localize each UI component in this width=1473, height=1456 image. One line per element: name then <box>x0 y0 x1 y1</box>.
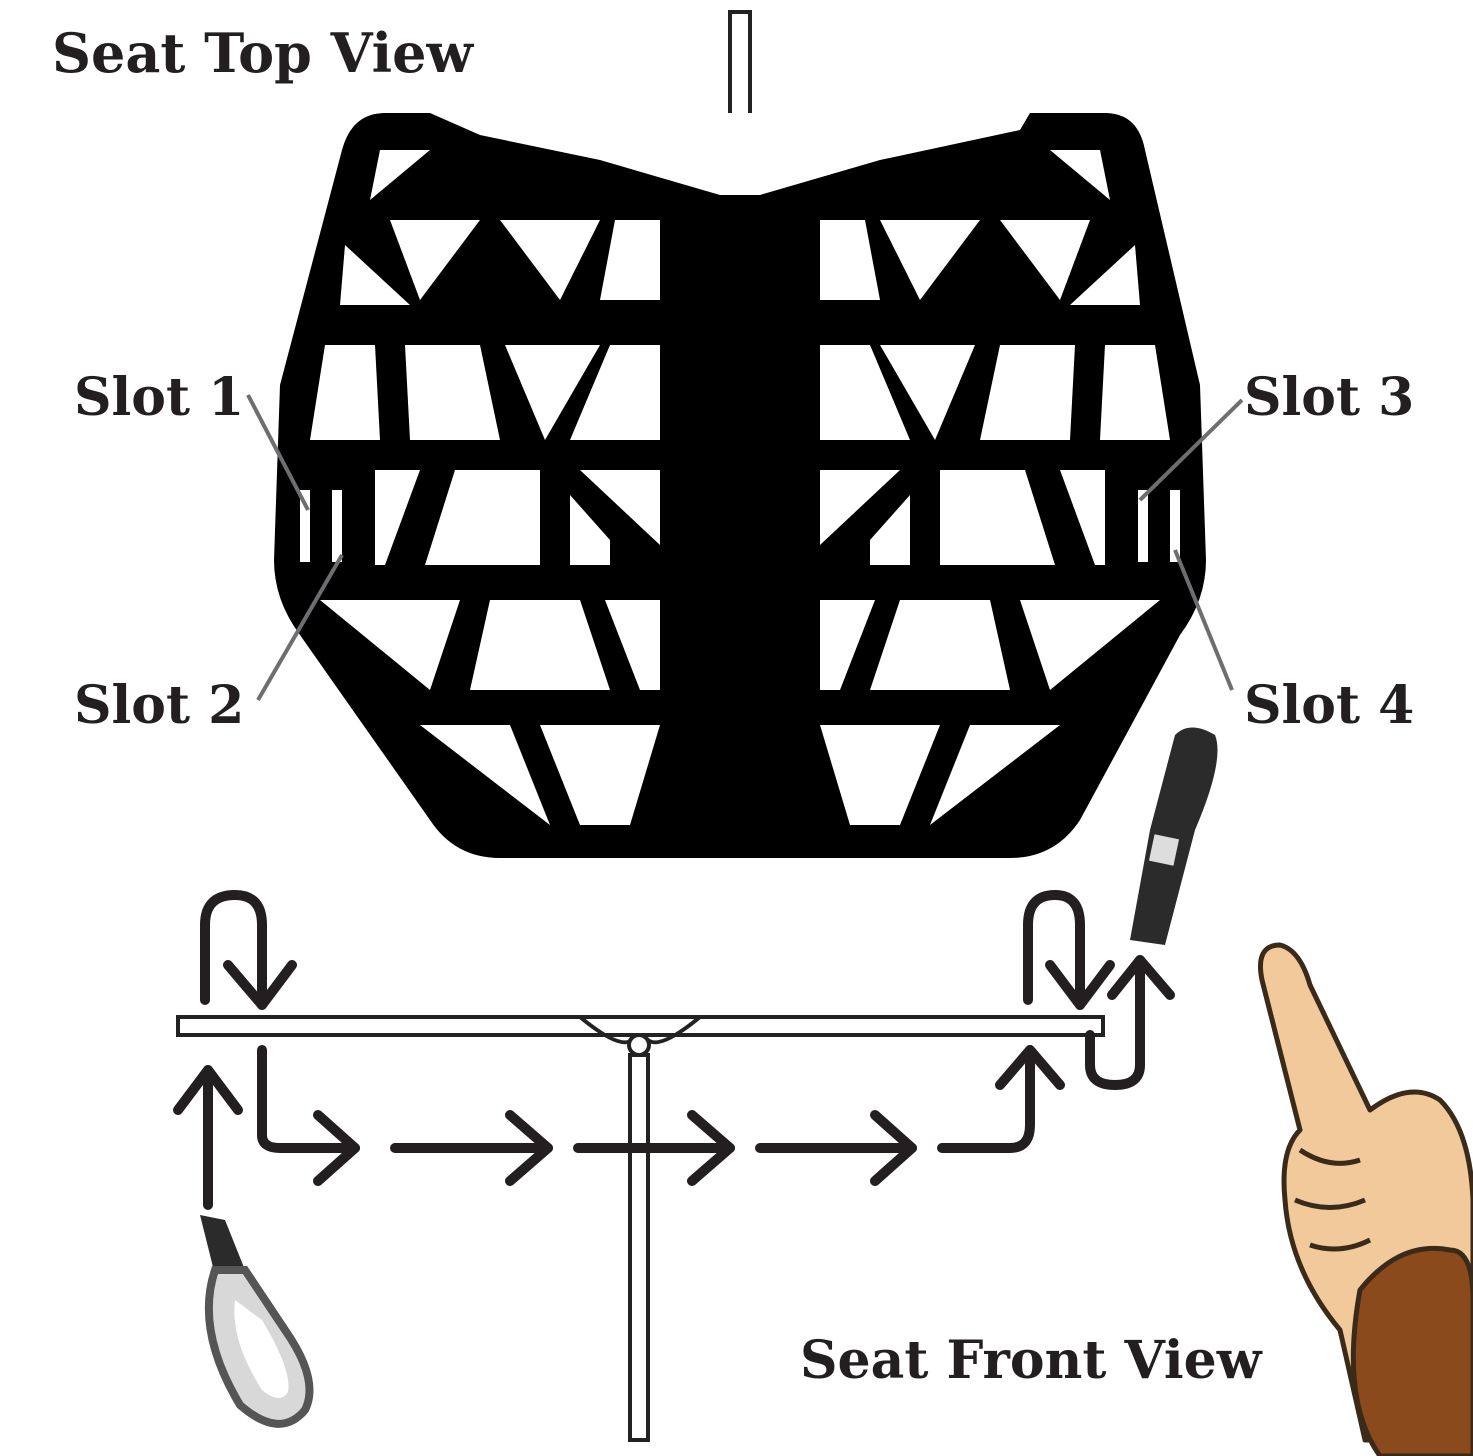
slot-leader-lines <box>246 394 1244 702</box>
slot-4-label: Slot 4 <box>1244 675 1415 736</box>
strap-end-top <box>1130 727 1218 945</box>
slot-1-label: Slot 1 <box>74 367 245 428</box>
pointing-hand-icon <box>1258 942 1473 1456</box>
slot-4-cutout <box>1170 490 1180 562</box>
slot-3-cutout <box>1138 490 1148 562</box>
seat-top-view-title: Seat Top View <box>52 21 473 85</box>
slot-2-cutout <box>332 490 342 562</box>
seat-top-view-shape <box>274 113 1206 858</box>
slot-3-label: Slot 3 <box>1244 367 1415 428</box>
slot-2-label: Slot 2 <box>74 675 245 736</box>
strap-loop-bottom <box>200 1215 314 1428</box>
seat-front-view-title: Seat Front View <box>800 1330 1262 1391</box>
strap-routing-arrows <box>173 890 1175 1210</box>
slot-1-cutout <box>300 490 310 562</box>
